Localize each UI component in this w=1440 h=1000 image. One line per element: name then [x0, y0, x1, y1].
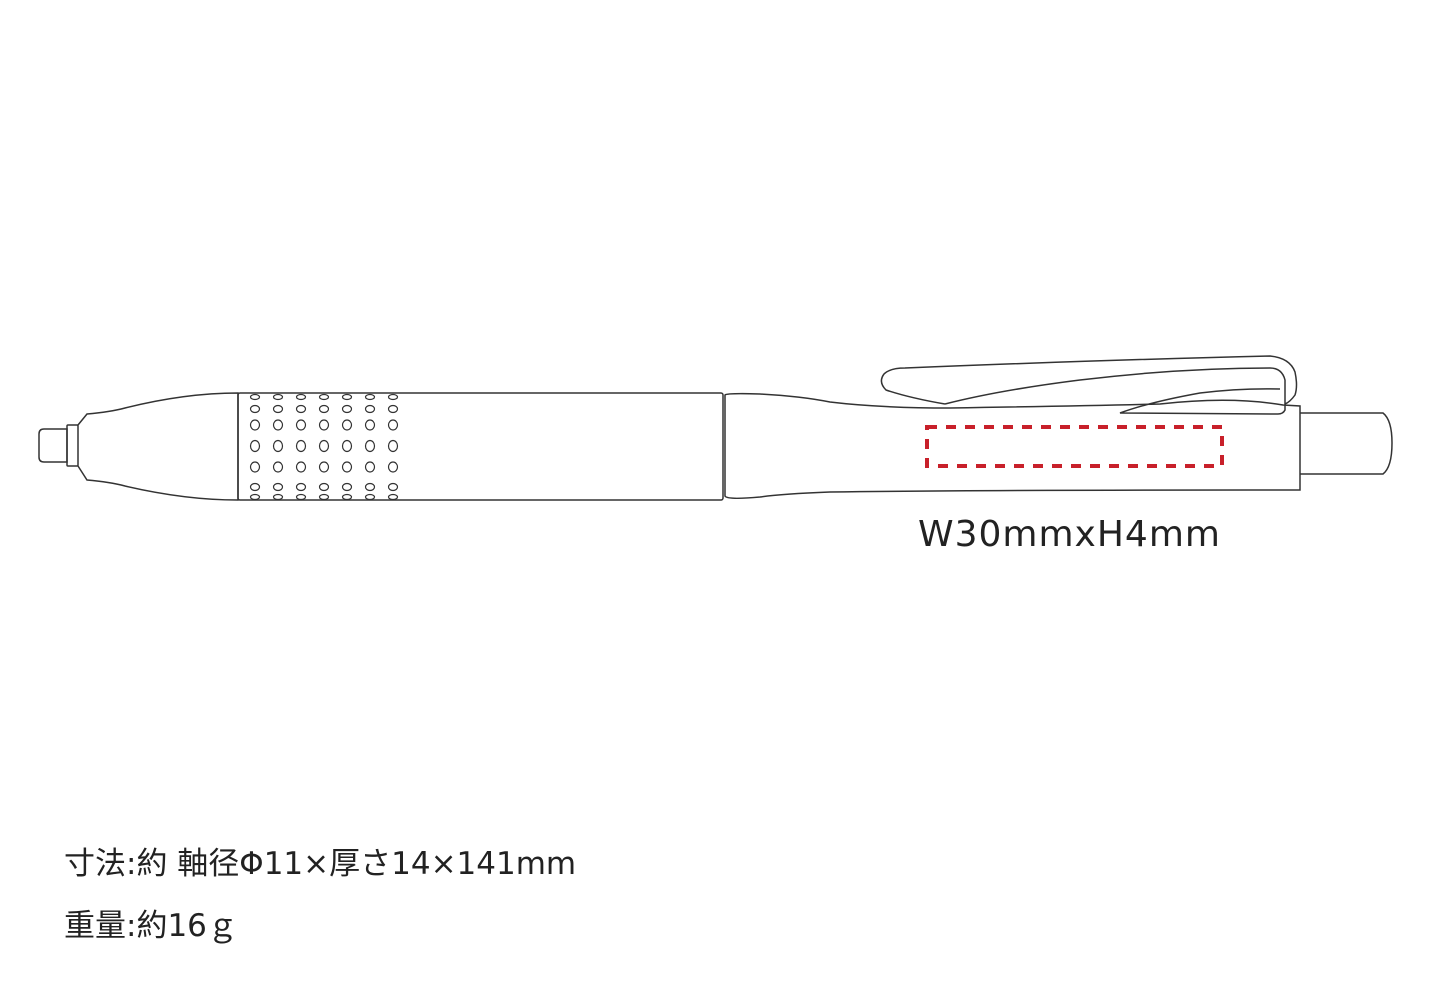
grip-dot: [295, 419, 307, 431]
grip-dot: [295, 493, 307, 501]
grip-dot: [341, 461, 353, 473]
grip-dot: [249, 461, 261, 473]
grip-dot: [272, 419, 284, 431]
grip-dot: [318, 419, 330, 431]
grip-dot: [387, 419, 399, 431]
grip-dot: [272, 404, 284, 414]
grip-dot: [249, 404, 261, 414]
grip-dot: [364, 439, 376, 453]
grip-dot: [318, 393, 330, 401]
grip-dot: [341, 439, 353, 453]
grip-dot: [318, 482, 330, 492]
pen-clip: [880, 355, 1298, 415]
grip-dot: [341, 493, 353, 501]
grip-dot: [364, 482, 376, 492]
end-cap: [1300, 412, 1393, 475]
grip-dots: [249, 393, 399, 501]
grip-section: [237, 392, 724, 501]
grip-dot: [272, 439, 284, 453]
grip-dot: [318, 493, 330, 501]
grip-dot: [341, 419, 353, 431]
grip-dot: [341, 393, 353, 401]
grip-dot: [272, 493, 284, 501]
grip-dot: [318, 404, 330, 414]
barrel: [724, 355, 1393, 500]
pen-tip: [38, 392, 239, 501]
grip-dot: [272, 482, 284, 492]
grip-dot: [272, 393, 284, 401]
grip-dot: [341, 404, 353, 414]
grip-dot: [387, 461, 399, 473]
print-area-size-label: W30mmxH4mm: [918, 514, 1221, 555]
grip-dot: [295, 461, 307, 473]
grip-dot: [295, 404, 307, 414]
dimensions-spec: 寸法:約 軸径Φ11×厚さ14×141mm: [64, 846, 577, 882]
grip-dot: [364, 404, 376, 414]
grip-dot: [364, 393, 376, 401]
grip-dot: [318, 439, 330, 453]
grip-dot: [387, 393, 399, 401]
grip-dot: [387, 439, 399, 453]
grip-dot: [387, 404, 399, 414]
weight-spec: 重量:約16ｇ: [64, 908, 238, 944]
grip-dot: [249, 439, 261, 453]
print-area-box: [925, 425, 1224, 468]
grip-dot: [249, 493, 261, 501]
grip-dot: [364, 461, 376, 473]
grip-dot: [387, 493, 399, 501]
grip-dot: [318, 461, 330, 473]
grip-dot: [364, 493, 376, 501]
grip-dot: [272, 461, 284, 473]
grip-dot: [364, 419, 376, 431]
grip-dot: [295, 393, 307, 401]
grip-dot: [249, 393, 261, 401]
grip-dot: [295, 482, 307, 492]
grip-dot: [387, 482, 399, 492]
grip-dot: [295, 439, 307, 453]
grip-dot: [249, 419, 261, 431]
grip-dot: [341, 482, 353, 492]
grip-dot: [249, 482, 261, 492]
